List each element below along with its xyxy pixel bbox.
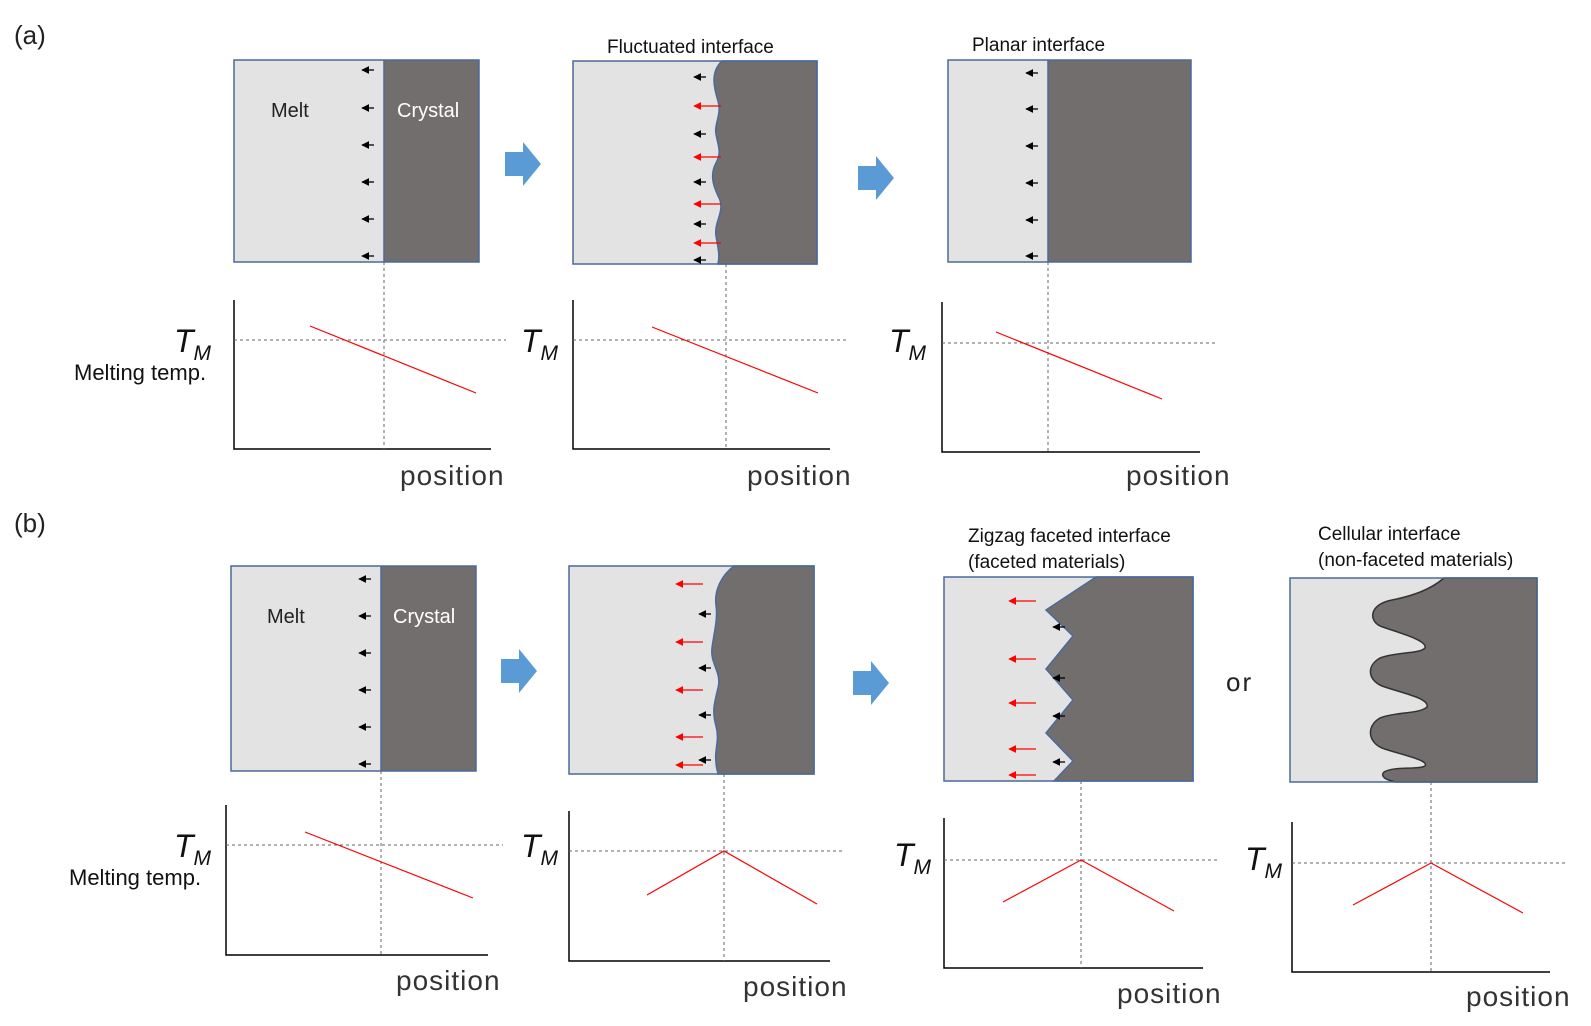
temperature-profile — [646, 850, 818, 905]
temperature-profile — [304, 831, 474, 899]
zigzag-crystal — [1044, 576, 1194, 782]
fluctuated-crystal — [711, 60, 818, 265]
axes — [225, 805, 488, 956]
process-arrow — [858, 156, 894, 200]
tm-label: TM — [174, 828, 212, 870]
x-axis-label: position — [1466, 981, 1571, 1012]
panel-b-graph3: TM position — [894, 781, 1222, 1009]
panel-a-step2: Fluctuated interface — [572, 37, 818, 265]
axes — [941, 302, 1200, 453]
or-label: or — [1226, 667, 1253, 697]
growth-arrows — [693, 73, 706, 264]
panel-b-graph1: TM Melting temp. position — [69, 771, 503, 996]
panel-a-label: (a) — [14, 20, 46, 50]
x-axis-label: position — [400, 460, 505, 491]
process-arrow — [853, 661, 889, 705]
process-arrow — [501, 649, 537, 693]
x-axis-label: position — [1126, 460, 1231, 491]
melt-label: Melt — [271, 100, 309, 122]
caption-fluctuated: Fluctuated interface — [607, 37, 774, 58]
fast-growth-arrows — [693, 102, 721, 247]
crystal-region — [381, 566, 476, 771]
process-arrow — [505, 142, 541, 186]
panel-b-step2 — [568, 565, 815, 775]
caption-zigzag-line1: Zigzag faceted interface — [968, 526, 1171, 547]
panel-b-step4: Cellular interface (non-faceted material… — [1289, 524, 1538, 783]
panel-a-step1: Melt Crystal — [233, 59, 480, 263]
frame — [230, 565, 477, 772]
temperature-profile — [1352, 862, 1524, 914]
tm-label: TM — [521, 828, 559, 870]
frame — [233, 59, 480, 263]
caption-cellular-line2: (non-faceted materials) — [1318, 550, 1513, 571]
tm-label: TM — [521, 323, 559, 365]
x-axis-label: position — [396, 965, 501, 996]
frame — [947, 59, 1192, 263]
fast-growth-arrows — [1008, 597, 1036, 779]
growth-arrows — [1052, 623, 1065, 766]
frame — [1289, 577, 1538, 783]
temperature-profile — [651, 326, 819, 394]
tm-label: TM — [889, 323, 927, 365]
tm-label: TM — [174, 323, 212, 365]
melting-temp-label: Melting temp. — [69, 865, 201, 890]
crystal-label: Crystal — [397, 100, 459, 122]
panel-b-step1: Melt Crystal — [230, 565, 477, 772]
cellular-crystal — [1369, 577, 1538, 783]
tm-label: TM — [894, 837, 932, 879]
panel-a-graph3: TM position — [889, 262, 1231, 491]
caption-planar: Planar interface — [972, 35, 1105, 56]
panel-b-graph4: TM position — [1245, 782, 1571, 1012]
axes — [568, 811, 830, 962]
panel-b-label: (b) — [14, 508, 46, 538]
temperature-profile — [309, 325, 477, 394]
x-axis-label: position — [743, 971, 848, 1002]
caption-zigzag-line2: (faceted materials) — [968, 552, 1125, 573]
growth-arrows — [698, 610, 711, 764]
melting-temp-label: Melting temp. — [74, 360, 206, 385]
fast-growth-arrows — [675, 580, 703, 769]
temperature-profile — [995, 331, 1163, 400]
axes — [943, 818, 1203, 969]
melt-label: Melt — [267, 606, 305, 628]
panel-a-graph1: TM Melting temp. position — [74, 262, 506, 491]
growth-arrows — [1025, 69, 1038, 260]
tm-label: TM — [1245, 841, 1283, 883]
panel-a-step3: Planar interface — [947, 35, 1192, 263]
crystal-label: Crystal — [393, 606, 455, 628]
panel-a-graph2: TM position — [521, 264, 852, 491]
frame — [572, 60, 818, 265]
crystal-region — [384, 60, 479, 262]
growth-arrows — [361, 66, 374, 260]
axes — [572, 300, 830, 450]
panel-b-graph2: TM position — [521, 774, 848, 1002]
fluctuated-crystal — [711, 565, 815, 775]
axes — [233, 300, 491, 450]
frame — [568, 565, 815, 775]
frame — [943, 576, 1194, 782]
x-axis-label: position — [1117, 978, 1222, 1009]
axes — [1291, 822, 1550, 973]
growth-arrows — [358, 575, 371, 768]
caption-cellular-line1: Cellular interface — [1318, 524, 1461, 545]
x-axis-label: position — [747, 460, 852, 491]
panel-b-step3: Zigzag faceted interface (faceted materi… — [943, 526, 1194, 782]
crystal-region — [1048, 60, 1191, 262]
temperature-profile — [1002, 859, 1175, 912]
